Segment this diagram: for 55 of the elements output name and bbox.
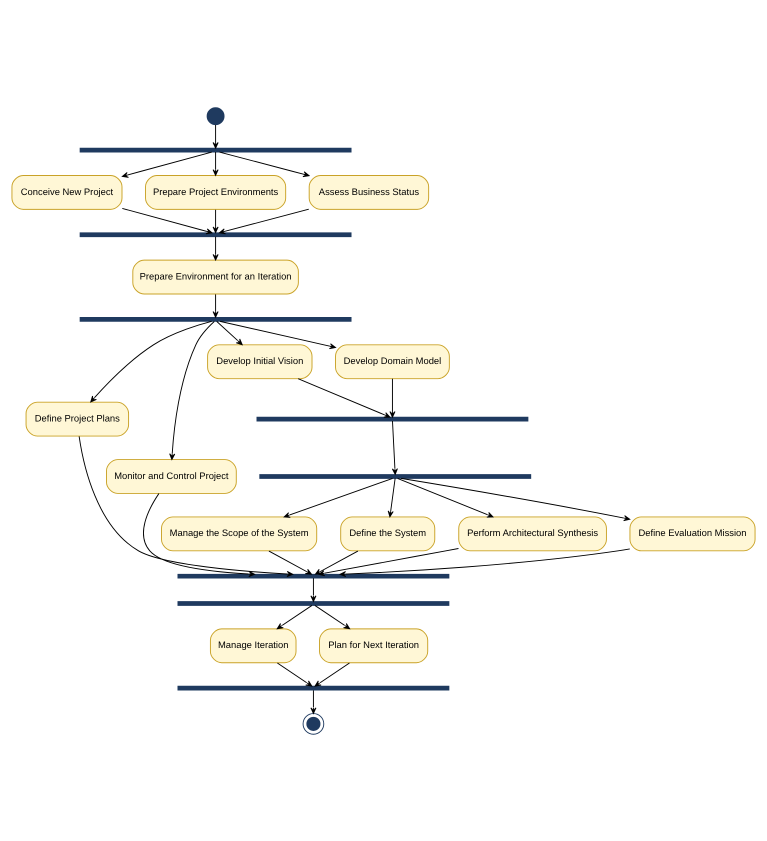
arrow (216, 320, 243, 345)
arrow (169, 320, 215, 460)
node-box: Manage the Scope of the System (161, 516, 318, 551)
arrow (314, 662, 350, 686)
node-box: Prepare Environment for an Iteration (132, 259, 299, 294)
arrow (143, 492, 256, 577)
arrow (392, 420, 398, 474)
arrow (220, 320, 336, 349)
arrow (400, 477, 630, 521)
arrow (298, 378, 390, 418)
node-circle (302, 712, 324, 734)
arrow (78, 435, 294, 577)
arrow (268, 550, 312, 574)
node-bar (259, 474, 532, 478)
node-box: Manage Iteration (210, 628, 296, 663)
node-circle (206, 106, 225, 125)
node-box: Define Project Plans (26, 401, 130, 436)
arrow (218, 151, 310, 177)
arrow (122, 151, 212, 178)
node-box: Define Evaluation Mission (629, 516, 756, 551)
arrow (310, 577, 316, 602)
node-box: Conceive New Project (11, 174, 122, 210)
arrow (276, 604, 312, 629)
node-box: Develop Domain Model (335, 344, 450, 379)
arrow (212, 294, 219, 318)
arrow (212, 208, 219, 233)
arrow (389, 378, 396, 418)
node-box: Assess Business Status (308, 174, 430, 210)
arrow (276, 662, 312, 686)
node-box: Perform Architectural Synthesis (458, 516, 607, 551)
node-bar (80, 147, 352, 152)
arrow (314, 604, 350, 629)
arrow (397, 477, 494, 518)
arrow (212, 151, 219, 176)
node-bar (256, 416, 528, 421)
node-box: Define the System (340, 516, 436, 551)
node-bar (178, 573, 450, 578)
node-bar (178, 685, 450, 690)
arrow (212, 124, 219, 148)
node-box: Plan for Next Iteration (319, 628, 428, 663)
arrow (388, 477, 396, 517)
node-bar (80, 316, 352, 322)
arrow (90, 320, 212, 402)
arrow (310, 690, 316, 714)
node-bar (178, 600, 450, 606)
arrow (212, 236, 219, 260)
node-box: Monitor and Control Project (106, 458, 237, 494)
arrow (218, 208, 310, 234)
node-box: Prepare Project Environments (145, 174, 286, 210)
arrow (318, 548, 459, 576)
arrow (284, 477, 394, 518)
arrow (122, 207, 213, 234)
arrow (340, 548, 630, 577)
node-box: Develop Initial Vision (207, 344, 312, 379)
node-bar (80, 232, 352, 237)
